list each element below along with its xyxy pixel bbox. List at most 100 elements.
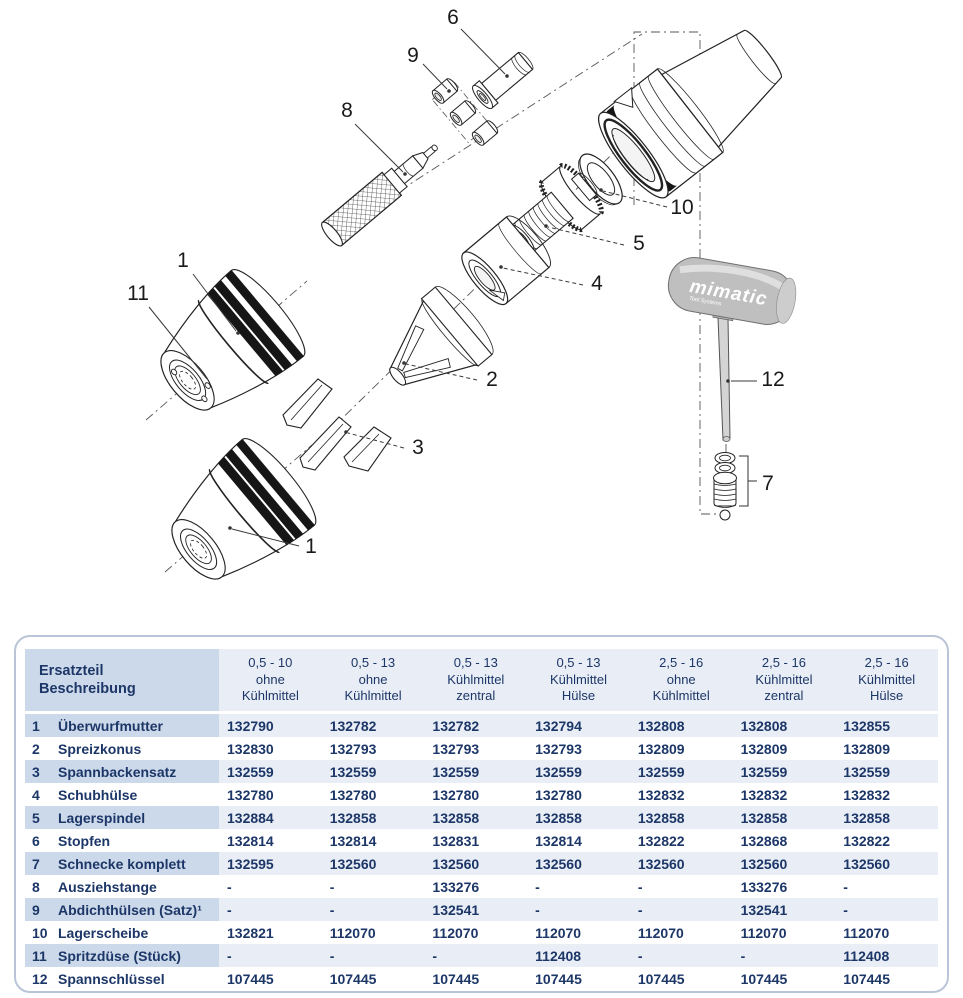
leader-dots <box>228 74 730 530</box>
callout-2: 2 <box>486 368 498 391</box>
callout-8: 8 <box>341 99 353 122</box>
col-variant-line2: Hülse <box>561 688 596 704</box>
part-code-cell: 132794 <box>527 714 630 737</box>
worm-assembly <box>713 452 757 521</box>
clamping-key: mimatic Tool Systems <box>667 257 797 442</box>
callout-7: 7 <box>762 472 774 495</box>
column-header: 0,5 - 13 ohne Kühlmittel <box>321 649 425 711</box>
part-code-cell: - <box>227 878 232 895</box>
part-code-cell: 132560 <box>835 852 938 875</box>
part-code-cell: 132793 <box>432 740 480 757</box>
callout-numbers: 6 9 8 10 5 4 1 11 2 3 12 7 1 <box>127 6 785 558</box>
col-variant-line1: Kühlmittel <box>549 671 608 687</box>
part-code-cell: - <box>219 944 322 967</box>
part-code-cell: 132821 <box>227 924 274 941</box>
column-header: 2,5 - 16 ohne Kühlmittel <box>629 649 733 711</box>
column-header: 0,5 - 10 ohne Kühlmittel <box>219 649 322 711</box>
corner-header-line2: Beschreibung <box>39 681 136 697</box>
part-code-cell: - <box>843 878 848 895</box>
part-name: Lagerscheibe <box>58 924 149 941</box>
part-code-cell: - <box>321 898 425 921</box>
col-variant-line2: Hülse <box>870 688 904 704</box>
part-code-cell: 107445 <box>843 970 890 987</box>
taper-tool-holder <box>598 29 783 199</box>
part-code-cell: 132560 <box>321 852 425 875</box>
part-code-cell: - <box>732 944 836 967</box>
part-number: 8 <box>32 878 40 895</box>
part-name: Schubhülse <box>58 786 138 803</box>
table-corner-header: Ersatzteil Beschreibung <box>25 649 219 711</box>
part-code-cell: 112070 <box>843 924 890 941</box>
col-size: 0,5 - 10 <box>248 654 293 670</box>
spare-parts-table: Ersatzteil Beschreibung 0,5 - 10 ohne Kü… <box>14 635 949 993</box>
bracket-line <box>739 455 757 507</box>
part-name: Lagerspindel <box>58 809 146 826</box>
part-code-cell: 132858 <box>732 806 836 829</box>
part-code-cell: - <box>629 898 733 921</box>
callout-6: 6 <box>447 6 459 29</box>
part-code-cell: 132780 <box>329 786 377 803</box>
col-variant-line2: zentral <box>456 688 496 704</box>
plug <box>472 51 534 110</box>
part-code-cell: 132559 <box>424 760 528 783</box>
part-code-cell: 107445 <box>329 970 377 987</box>
part-code-cell: 112408 <box>527 944 630 967</box>
part-code-cell: 107445 <box>432 970 480 987</box>
part-name: Überwurfmutter <box>58 717 164 734</box>
col-size: 2,5 - 16 <box>761 654 806 670</box>
part-code-cell: 132814 <box>329 832 377 849</box>
part-code-cell: 133276 <box>432 878 480 895</box>
part-code-cell: 132559 <box>219 760 322 783</box>
expanding-cone <box>389 286 494 386</box>
part-code-cell: 132858 <box>629 806 733 829</box>
gripper-notch <box>613 86 634 108</box>
part-code-cell: 132808 <box>629 714 733 737</box>
part-code-cell: 132793 <box>329 740 377 757</box>
part-code-cell: 132858 <box>835 806 938 829</box>
part-number: 5 <box>32 809 40 826</box>
part-number: 10 <box>32 924 48 941</box>
callout-4: 4 <box>591 272 603 295</box>
part-code-cell: 132809 <box>637 740 685 757</box>
part-code-cell: 132814 <box>535 832 582 849</box>
part-code-cell: 132560 <box>732 852 836 875</box>
part-code-cell: - <box>637 878 643 895</box>
column-header: 0,5 - 13 Kühlmittel Hülse <box>527 649 630 711</box>
part-code-cell: 132559 <box>321 760 425 783</box>
part-code-cell: 107445 <box>227 970 274 987</box>
part-code-cell: 132790 <box>219 714 322 737</box>
part-code-cell: 133276 <box>740 878 788 895</box>
part-code-cell: 112408 <box>835 944 938 967</box>
part-code-cell: 107445 <box>535 970 582 987</box>
callout-1-upper: 1 <box>177 249 189 272</box>
part-code-cell: 132782 <box>424 714 528 737</box>
part-code-cell: - <box>329 878 335 895</box>
part-code-cell: 132793 <box>535 740 582 757</box>
part-code-cell: 132541 <box>424 898 528 921</box>
corner-header-line1: Ersatzteil <box>39 662 104 679</box>
pull-rod <box>321 144 438 247</box>
part-code-cell: 112070 <box>637 924 684 941</box>
col-variant-line2: Kühlmittel <box>344 688 402 704</box>
part-code-cell: 132830 <box>227 740 274 757</box>
part-code-cell: 132559 <box>527 760 630 783</box>
part-number: 11 <box>32 947 47 964</box>
col-variant-line2: Kühlmittel <box>652 688 710 704</box>
part-code-cell: - <box>219 898 322 921</box>
part-code-cell: 132780 <box>227 786 274 803</box>
part-code-cell: 132560 <box>629 852 733 875</box>
part-number: 4 <box>32 786 40 803</box>
part-code-cell: 132780 <box>432 786 480 803</box>
callout-12: 12 <box>761 368 784 391</box>
part-number: 6 <box>32 832 40 849</box>
part-code-cell: 132780 <box>535 786 582 803</box>
part-code-cell: 112070 <box>740 924 787 941</box>
part-name: Stopfen <box>58 832 111 849</box>
